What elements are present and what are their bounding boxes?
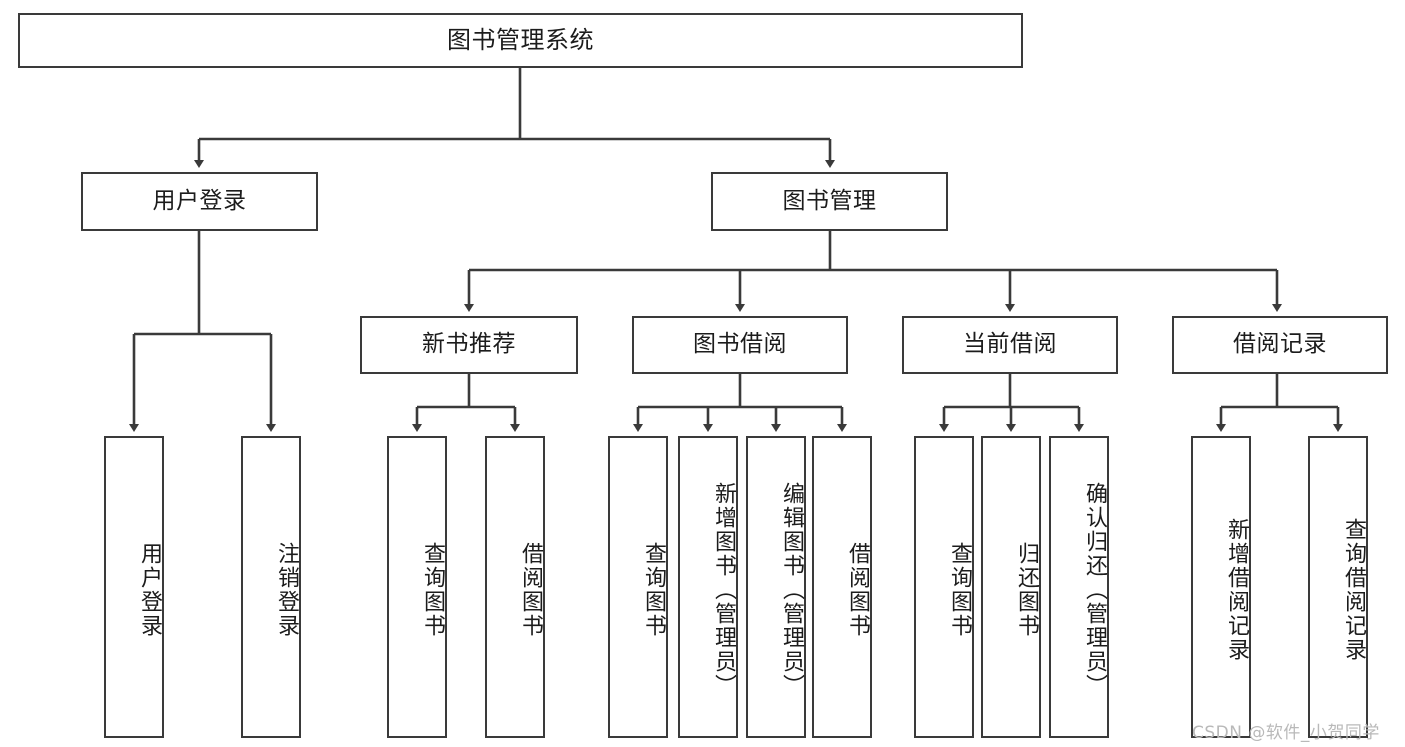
leaf-label: 新增图书（管理员）	[711, 482, 736, 698]
leaf-add-borrow-record[interactable]: 新增借阅记录	[1191, 436, 1251, 738]
node-book-management[interactable]: 图书管理	[711, 172, 948, 231]
leaf-edit-book-admin[interactable]: 编辑图书（管理员）	[746, 436, 806, 738]
leaf-borrow-book-recommend[interactable]: 借阅图书	[485, 436, 545, 738]
node-new-book-recommend[interactable]: 新书推荐	[360, 316, 578, 374]
leaf-label: 归还图书	[1014, 542, 1039, 638]
leaf-label: 注销登录	[274, 542, 299, 638]
leaf-label: 用户登录	[137, 542, 162, 638]
leaf-label: 查询图书	[641, 542, 666, 638]
node-book-management-label: 图书管理	[782, 187, 877, 214]
node-current-borrow[interactable]: 当前借阅	[902, 316, 1118, 374]
node-borrow-record[interactable]: 借阅记录	[1172, 316, 1388, 374]
leaf-user-logout[interactable]: 注销登录	[241, 436, 301, 738]
leaf-label: 查询图书	[947, 542, 972, 638]
leaf-label: 确认归还（管理员）	[1082, 482, 1107, 698]
node-book-borrow-label: 图书借阅	[693, 331, 787, 358]
leaf-add-book-admin[interactable]: 新增图书（管理员）	[678, 436, 738, 738]
leaf-label: 新增借阅记录	[1224, 518, 1249, 662]
leaf-query-book-current[interactable]: 查询图书	[914, 436, 974, 738]
leaf-label: 查询图书	[420, 542, 445, 638]
leaf-query-book-recommend[interactable]: 查询图书	[387, 436, 447, 738]
node-user-login-label: 用户登录	[152, 187, 247, 214]
leaf-label: 查询借阅记录	[1341, 518, 1366, 662]
node-user-login[interactable]: 用户登录	[81, 172, 318, 231]
leaf-label: 借阅图书	[518, 542, 543, 638]
node-book-borrow[interactable]: 图书借阅	[632, 316, 848, 374]
leaf-query-borrow-record[interactable]: 查询借阅记录	[1308, 436, 1368, 738]
leaf-query-book-borrow[interactable]: 查询图书	[608, 436, 668, 738]
leaf-borrow-book[interactable]: 借阅图书	[812, 436, 872, 738]
node-new-book-recommend-label: 新书推荐	[422, 331, 516, 358]
node-current-borrow-label: 当前借阅	[963, 331, 1057, 358]
leaf-return-book[interactable]: 归还图书	[981, 436, 1041, 738]
csdn-watermark: CSDN @软件_小贺同学	[1192, 723, 1380, 743]
leaf-confirm-return-admin[interactable]: 确认归还（管理员）	[1049, 436, 1109, 738]
node-root-label: 图书管理系统	[447, 26, 594, 55]
leaf-label: 编辑图书（管理员）	[779, 482, 804, 698]
node-root[interactable]: 图书管理系统	[18, 13, 1023, 68]
leaf-label: 借阅图书	[845, 542, 870, 638]
node-borrow-record-label: 借阅记录	[1233, 331, 1327, 358]
leaf-user-login[interactable]: 用户登录	[104, 436, 164, 738]
